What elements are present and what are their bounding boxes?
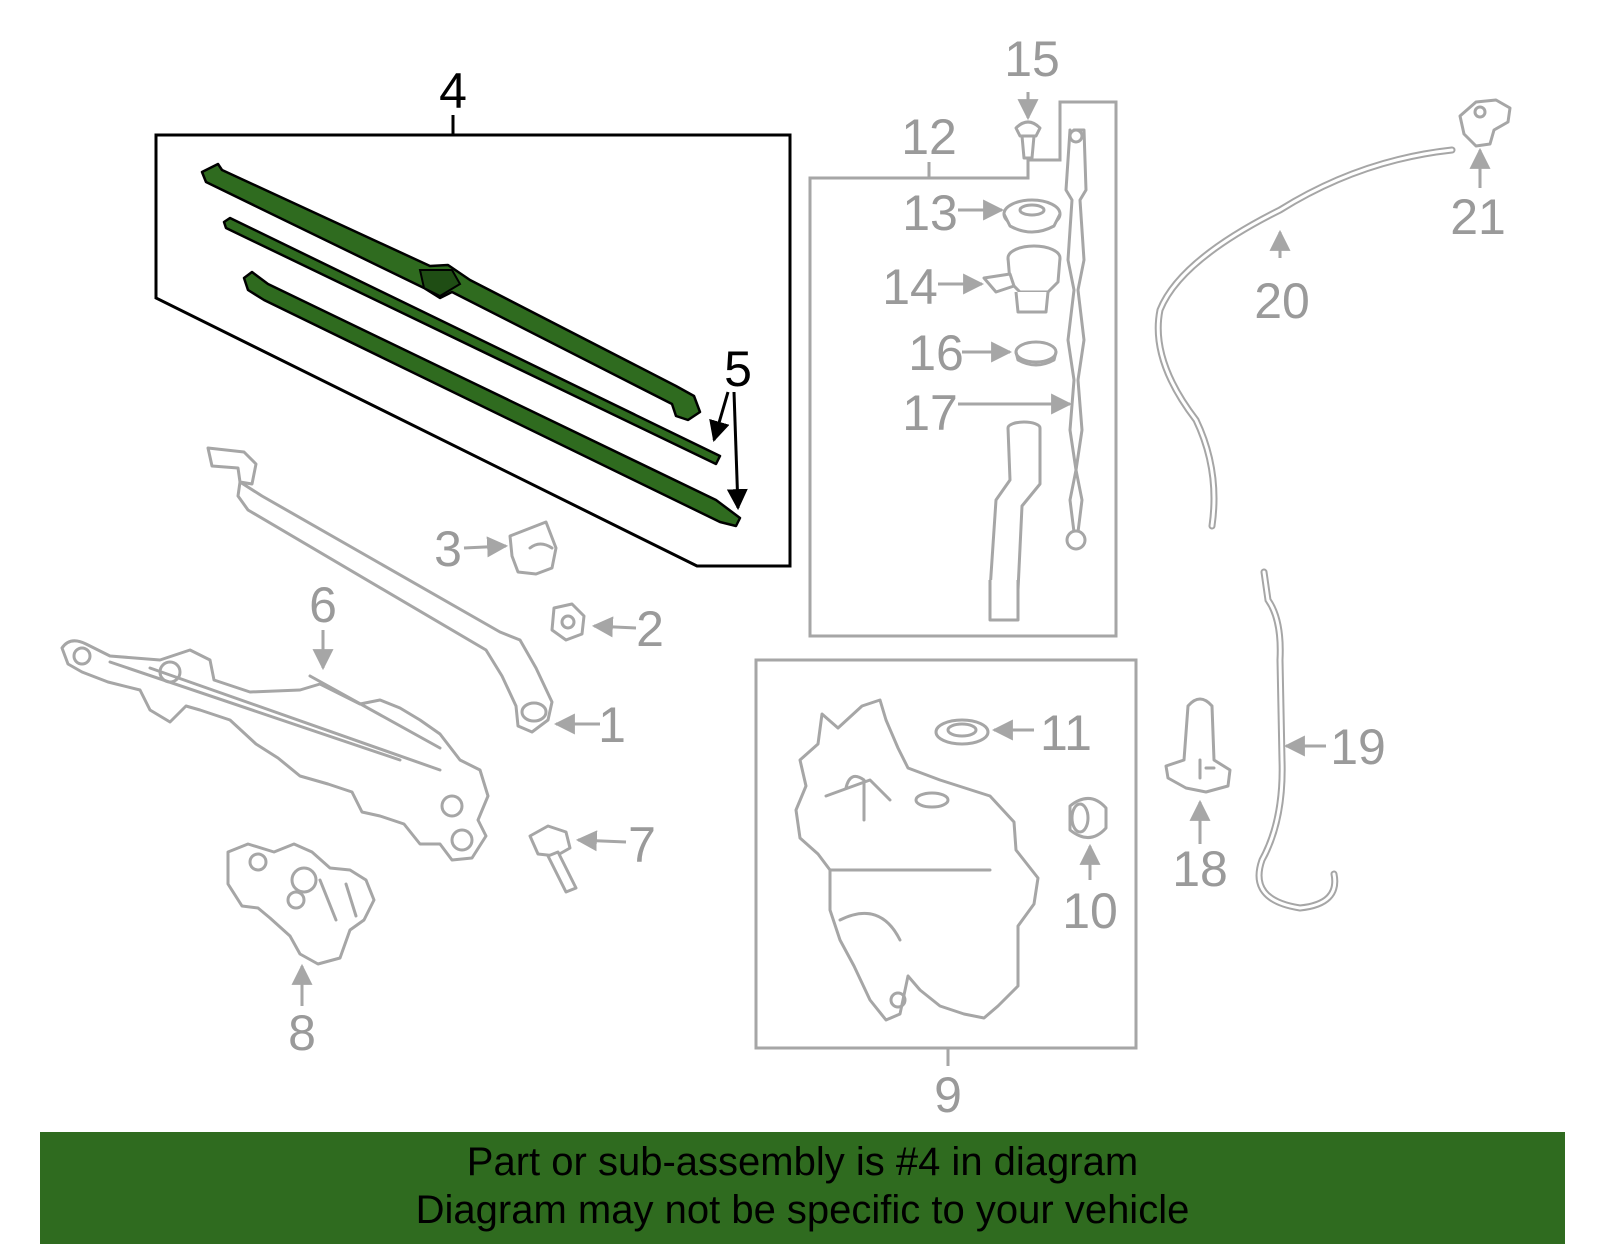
filler-strainer-icon	[982, 244, 1062, 314]
grommet-11-icon	[934, 718, 990, 746]
callout-16: 16	[908, 325, 964, 381]
wiper-arm-icon	[206, 446, 554, 734]
wiper-blade-group	[154, 115, 792, 568]
callout-7: 7	[628, 817, 656, 873]
callout-19: 19	[1330, 719, 1386, 775]
callout-20: 20	[1254, 273, 1310, 329]
wiper-linkage-icon	[60, 639, 490, 862]
callout-21: 21	[1450, 189, 1506, 245]
reservoir-box	[754, 658, 1138, 1050]
banner-line-part: Part or sub-assembly is #4 in diagram	[466, 1140, 1139, 1184]
reservoir-cap-icon	[1002, 198, 1062, 234]
washer-hose-20-icon	[1154, 146, 1456, 530]
callout-15: 15	[1004, 31, 1060, 87]
callout-11: 11	[1040, 705, 1092, 761]
wiper-blade-icon	[200, 162, 702, 422]
callout-18: 18	[1172, 841, 1228, 897]
info-banner: Part or sub-assembly is #4 in diagram Di…	[40, 1132, 1565, 1244]
bolt-icon	[528, 824, 578, 894]
washer-hose-19-icon	[1255, 568, 1339, 912]
parts-diagram: 4 5 1 2 3 6 7 8 9 10 11 12 13 14 15 16 1…	[60, 31, 1512, 1123]
washer-reservoir-icon	[794, 698, 1040, 1022]
filler-neck-box	[808, 100, 1118, 638]
nut-icon	[550, 602, 586, 642]
banner-line-disclaimer: Diagram may not be specific to your vehi…	[415, 1188, 1190, 1232]
callout-14: 14	[882, 259, 938, 315]
callout-3: 3	[434, 521, 462, 577]
callout-13: 13	[902, 185, 958, 241]
seal-ring-icon	[1014, 340, 1058, 367]
wiper-motor-icon	[226, 842, 376, 966]
callout-5: 5	[724, 341, 752, 397]
callout-1: 1	[598, 697, 626, 753]
callout-2: 2	[636, 601, 664, 657]
arm-cap-icon	[508, 520, 558, 576]
washer-pump-icon	[1164, 697, 1232, 794]
callout-6: 6	[309, 577, 337, 633]
callout-12: 12	[901, 109, 957, 165]
hose-connector-icon	[1458, 98, 1512, 148]
callout-10: 10	[1062, 883, 1118, 939]
filler-neck-icon	[988, 420, 1042, 622]
blade-frame-box	[154, 133, 792, 568]
grommet-10-icon	[1068, 797, 1108, 839]
push-clip-icon	[1014, 120, 1042, 160]
tether-strap-icon	[1064, 128, 1088, 551]
blade-refill-upper-icon	[222, 216, 722, 466]
blade-refill-lower-icon	[242, 270, 742, 528]
callout-4: 4	[439, 63, 467, 119]
callout-17: 17	[902, 385, 958, 441]
callout-8: 8	[288, 1005, 316, 1061]
callout-9: 9	[934, 1067, 962, 1123]
